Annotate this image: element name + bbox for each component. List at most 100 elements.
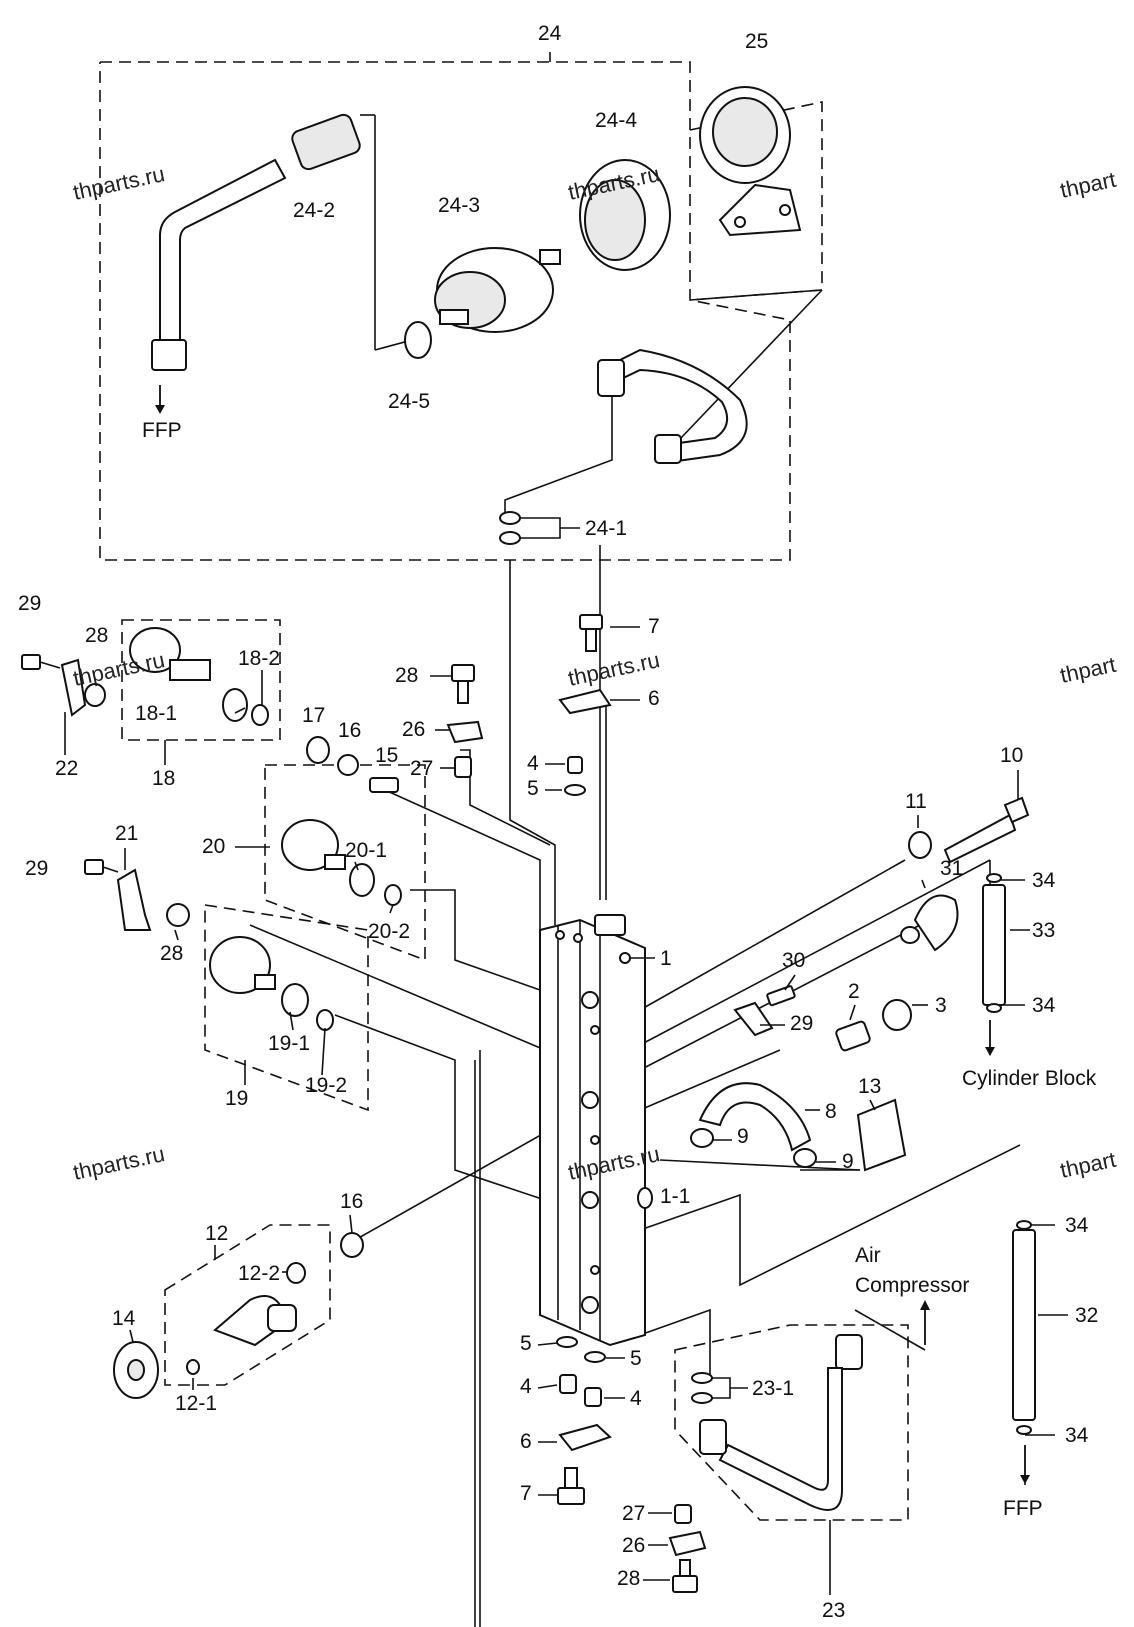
label-29-mid: 29 bbox=[25, 857, 48, 880]
label-23-1: 23-1 bbox=[752, 1377, 794, 1400]
label-24-4: 24-4 bbox=[595, 109, 637, 132]
label-19: 19 bbox=[225, 1087, 248, 1110]
label-27-bottom: 27 bbox=[622, 1502, 645, 1525]
label-19-1: 19-1 bbox=[268, 1032, 310, 1055]
label-16-top: 16 bbox=[338, 719, 361, 742]
note-ffp-bottom: FFP bbox=[1003, 1497, 1043, 1520]
label-34-c: 34 bbox=[1065, 1214, 1089, 1237]
label-4-bottom-a: 4 bbox=[520, 1375, 532, 1398]
label-3: 3 bbox=[935, 994, 947, 1017]
label-15: 15 bbox=[375, 744, 398, 767]
washer-11 bbox=[908, 831, 932, 859]
label-29-top: 29 bbox=[18, 592, 41, 615]
plug-4-bottom-a bbox=[559, 1374, 577, 1394]
label-22: 22 bbox=[55, 757, 78, 780]
label-7-bottom: 7 bbox=[520, 1482, 532, 1505]
hose-8 bbox=[698, 1082, 812, 1152]
label-10: 10 bbox=[1000, 744, 1023, 767]
washer-5-bottom-a bbox=[556, 1336, 578, 1348]
group-24-box bbox=[99, 52, 791, 561]
bracket-29-right bbox=[733, 1001, 774, 1037]
label-19-2: 19-2 bbox=[305, 1074, 347, 1097]
label-28-top: 28 bbox=[85, 624, 108, 647]
ring-24-4 bbox=[579, 159, 671, 271]
bracket-26-top bbox=[446, 720, 484, 744]
note-cylinder-block: Cylinder Block bbox=[962, 1067, 1097, 1090]
washer-5-bottom-b bbox=[584, 1351, 606, 1363]
label-26-bottom: 26 bbox=[622, 1534, 645, 1557]
label-21: 21 bbox=[115, 822, 138, 845]
label-28-mid: 28 bbox=[395, 664, 418, 687]
washers-23-1 bbox=[691, 1372, 713, 1404]
clip-31 bbox=[900, 894, 959, 952]
label-34-b: 34 bbox=[1032, 994, 1056, 1017]
label-24-5: 24-5 bbox=[388, 390, 430, 413]
plate-6-bottom bbox=[558, 1423, 612, 1452]
label-1: 1 bbox=[660, 947, 672, 970]
tube-32 bbox=[1012, 1220, 1036, 1435]
label-28-mid2: 28 bbox=[160, 942, 183, 965]
label-24: 24 bbox=[538, 22, 562, 45]
label-23: 23 bbox=[822, 1599, 845, 1622]
spacer-17 bbox=[306, 736, 330, 764]
label-6-top: 6 bbox=[648, 687, 660, 710]
fitting-3 bbox=[882, 999, 912, 1031]
clip-9-a bbox=[690, 1128, 714, 1148]
bolt-10 bbox=[943, 796, 1030, 864]
label-29-right: 29 bbox=[790, 1012, 813, 1035]
spacer-16-top bbox=[337, 754, 359, 776]
pipe-24 bbox=[597, 348, 748, 464]
label-14: 14 bbox=[112, 1307, 136, 1330]
fuel-rail-1 bbox=[539, 914, 653, 1347]
label-9-a: 9 bbox=[737, 1125, 749, 1148]
washer-12-1 bbox=[186, 1359, 200, 1375]
pipe-23 bbox=[699, 1334, 863, 1511]
bracket-26-bottom bbox=[668, 1530, 707, 1557]
valve-19 bbox=[209, 936, 334, 1031]
arrow-air-compressor bbox=[920, 1300, 930, 1345]
clip-24-5 bbox=[404, 321, 432, 359]
watermark-5: thparts.ru bbox=[71, 1141, 167, 1185]
fitting-2 bbox=[835, 1020, 871, 1052]
label-27-top: 27 bbox=[410, 757, 433, 780]
spacer-16-bottom bbox=[340, 1232, 364, 1258]
label-1-1: 1-1 bbox=[660, 1185, 690, 1208]
label-28-bottom: 28 bbox=[617, 1567, 640, 1590]
label-24-1: 24-1 bbox=[585, 517, 627, 540]
valve-12 bbox=[213, 1295, 297, 1347]
bolt-7-bottom bbox=[557, 1467, 585, 1505]
watermark-1: thparts.ru bbox=[71, 161, 167, 205]
arrow-ffp-top bbox=[155, 385, 165, 414]
label-4-top: 4 bbox=[527, 752, 539, 775]
fitting-15 bbox=[369, 777, 399, 793]
note-air: Air bbox=[855, 1244, 881, 1267]
label-17: 17 bbox=[302, 704, 325, 727]
label-31: 31 bbox=[940, 857, 963, 880]
bolt-28-mid bbox=[451, 664, 475, 704]
label-9-b: 9 bbox=[842, 1150, 854, 1173]
group-18-box bbox=[121, 619, 281, 741]
leader-lines bbox=[159, 114, 1068, 1627]
spacer-28-mid bbox=[166, 903, 190, 927]
watermark-4: thparts.ru bbox=[566, 647, 662, 691]
collar-27-top bbox=[454, 756, 472, 778]
bolt-29-mid bbox=[84, 859, 119, 875]
label-5-bottom-a: 5 bbox=[520, 1332, 532, 1355]
label-18: 18 bbox=[152, 767, 175, 790]
label-8: 8 bbox=[825, 1100, 837, 1123]
group-20-box bbox=[264, 764, 426, 962]
label-33: 33 bbox=[1032, 919, 1055, 942]
collar-27-bottom bbox=[674, 1504, 692, 1524]
valve-18 bbox=[129, 627, 269, 726]
bolt-29-top bbox=[21, 654, 61, 670]
label-24-2: 24-2 bbox=[293, 199, 335, 222]
label-20-1: 20-1 bbox=[345, 839, 387, 862]
label-6-bottom: 6 bbox=[520, 1430, 532, 1453]
label-4-bottom-b: 4 bbox=[630, 1387, 642, 1410]
label-25: 25 bbox=[745, 30, 768, 53]
group-19-box bbox=[204, 904, 369, 1112]
label-2: 2 bbox=[848, 980, 860, 1003]
label-30: 30 bbox=[782, 949, 805, 972]
